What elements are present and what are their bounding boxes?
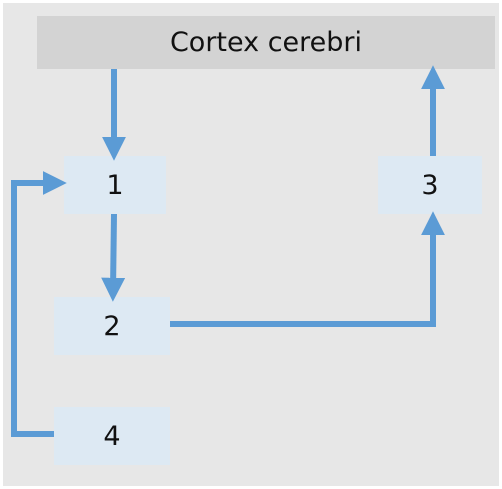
arrow-node-4-to-node-1 xyxy=(11,171,67,437)
node-2-label: 2 xyxy=(103,310,121,342)
cortex-cerebri-label: Cortex cerebri xyxy=(169,27,363,58)
arrow-node-2-to-node-3 xyxy=(170,211,445,327)
node-3-box: 3 xyxy=(378,156,482,214)
node-2-box: 2 xyxy=(54,297,170,355)
node-4-box: 4 xyxy=(54,407,170,465)
node-1-label: 1 xyxy=(106,169,124,201)
node-4-label: 4 xyxy=(103,420,121,452)
node-1-box: 1 xyxy=(64,156,166,214)
arrow-node-1-to-node-2 xyxy=(101,213,126,302)
diagram-background xyxy=(3,3,499,486)
node-3-label: 3 xyxy=(421,169,439,201)
cortex-cerebri-box: Cortex cerebri xyxy=(37,16,495,69)
